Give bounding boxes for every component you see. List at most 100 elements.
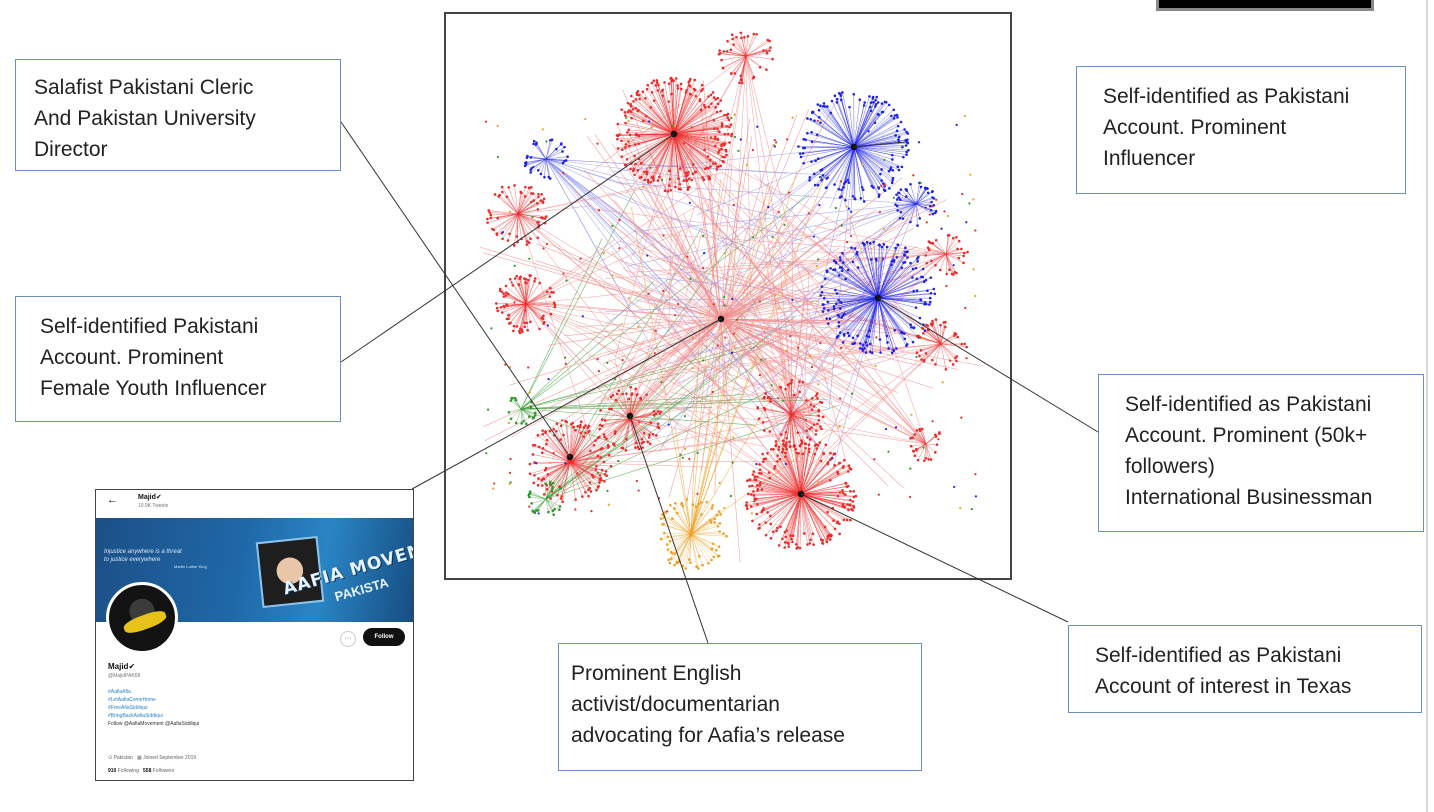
graph-node [816, 422, 819, 426]
graph-node [540, 484, 544, 487]
graph-node [810, 131, 813, 134]
graph-node [646, 83, 650, 87]
graph-node [869, 101, 873, 104]
graph-node [691, 366, 694, 370]
graph-node [805, 429, 808, 432]
following-label[interactable]: Following [117, 768, 139, 774]
graph-node [654, 329, 657, 332]
graph-edge [900, 203, 917, 213]
graph-edge [764, 413, 792, 431]
graph-node [559, 438, 562, 441]
follow-button[interactable]: Follow [363, 628, 405, 646]
graph-node [522, 277, 526, 280]
graph-edge [877, 290, 928, 299]
more-options-icon[interactable]: ··· [340, 631, 356, 647]
graph-node [923, 358, 926, 362]
graph-edge [877, 276, 922, 299]
graph-node [904, 138, 907, 142]
graph-node [667, 82, 671, 85]
graph-edge [915, 192, 929, 205]
graph-node [766, 511, 769, 514]
graph-edge [838, 297, 879, 301]
graph-edge [745, 55, 773, 60]
graph-edge [673, 133, 706, 170]
graph-node [504, 363, 507, 366]
graph-edge [545, 498, 561, 507]
graph-node [537, 223, 541, 227]
graph-edge [902, 203, 917, 219]
graph-node [627, 128, 631, 132]
graph-edge [741, 55, 747, 81]
graph-edge [673, 133, 717, 170]
graph-edge [898, 192, 917, 205]
graph-node [656, 89, 660, 92]
graph-node [499, 305, 503, 309]
graph-node [518, 277, 521, 281]
graph-node [844, 180, 848, 184]
graph-node [930, 200, 933, 204]
graph-node [720, 122, 724, 125]
graph-node [764, 533, 768, 537]
graph-node [645, 172, 649, 176]
graph-node [541, 432, 545, 436]
graph-node [918, 316, 922, 320]
graph-edge [940, 336, 958, 345]
bio-hashtag[interactable]: #LetAafiaComeHome [108, 697, 156, 703]
graph-edge [910, 203, 917, 223]
followers-label[interactable]: Followers [152, 768, 175, 774]
graph-node [929, 458, 933, 461]
graph-node [712, 555, 716, 559]
graph-edge [720, 216, 830, 320]
graph-node [539, 199, 543, 202]
graph-node [639, 396, 642, 400]
graph-node [905, 130, 908, 134]
graph-node [730, 33, 734, 37]
graph-edge [877, 258, 918, 299]
graph-edge [635, 99, 675, 135]
graph-node [911, 276, 914, 279]
graph-node [667, 558, 671, 562]
following-count[interactable]: 910 [108, 768, 117, 774]
followers-count[interactable]: 558 [143, 768, 152, 774]
bio-hashtag[interactable]: #BringBackAafiaSiddiqui [108, 713, 163, 719]
graph-node [872, 240, 876, 244]
graph-node [596, 142, 599, 145]
graph-node [590, 473, 594, 477]
graph-edge [690, 533, 712, 561]
graph-node [878, 244, 881, 247]
graph-edge [807, 118, 855, 148]
graph-edge [853, 99, 861, 148]
bio-hashtag[interactable]: #FreeAfiaSiddiqui [108, 705, 148, 711]
graph-edge [788, 251, 947, 255]
graph-node [507, 292, 510, 296]
graph-node [930, 259, 933, 263]
bio-hashtag[interactable]: #AafiaAfia [108, 689, 131, 695]
graph-node [931, 205, 934, 208]
graph-edge [853, 146, 894, 179]
graph-node [756, 475, 759, 479]
back-arrow-icon[interactable]: ← [107, 494, 118, 506]
graph-node [750, 512, 753, 515]
graph-edge [899, 203, 917, 219]
graph-edge [800, 448, 806, 495]
graph-node [763, 395, 766, 399]
graph-edge [853, 146, 909, 151]
graph-node [555, 429, 558, 433]
graph-node [531, 453, 535, 456]
graph-node [922, 323, 925, 327]
graph-edge [710, 199, 722, 320]
graph-node [788, 440, 791, 444]
graph-edge [488, 210, 519, 215]
graph-node [620, 108, 623, 111]
graph-node [549, 286, 552, 290]
graph-node [829, 458, 832, 461]
graph-node [696, 451, 699, 455]
graph-node [776, 526, 779, 530]
graph-node [896, 124, 900, 128]
graph-edge [745, 55, 761, 68]
graph-node [864, 351, 868, 354]
graph-node [846, 484, 850, 488]
avatar[interactable] [106, 582, 178, 654]
graph-node [904, 246, 907, 250]
graph-edge [720, 190, 828, 320]
